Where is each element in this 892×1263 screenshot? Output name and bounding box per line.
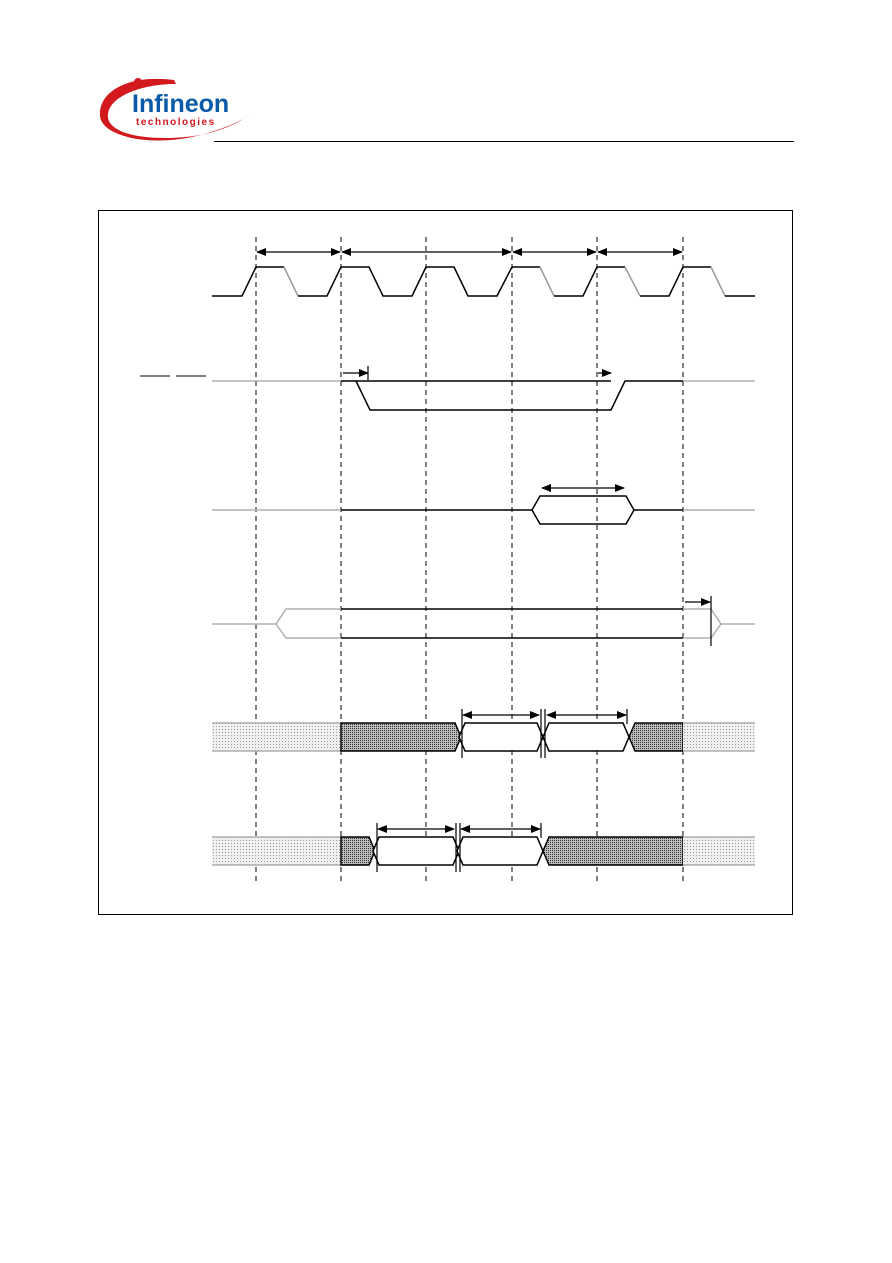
header-rule xyxy=(214,141,794,142)
clock-signal xyxy=(212,266,755,297)
long-window-signal xyxy=(212,596,755,646)
strobe-signal xyxy=(212,366,755,411)
data-bus-b xyxy=(212,823,755,872)
window-signal xyxy=(212,484,755,525)
reference-lines xyxy=(255,237,684,882)
logo-tagline: technologies xyxy=(136,117,216,128)
logo-wordmark: Infineon xyxy=(132,90,229,118)
logo-dot-icon xyxy=(134,78,142,86)
data-bus-a xyxy=(212,709,755,758)
diagram-frame xyxy=(98,210,793,915)
infineon-logo: Infineon technologies xyxy=(99,78,250,141)
